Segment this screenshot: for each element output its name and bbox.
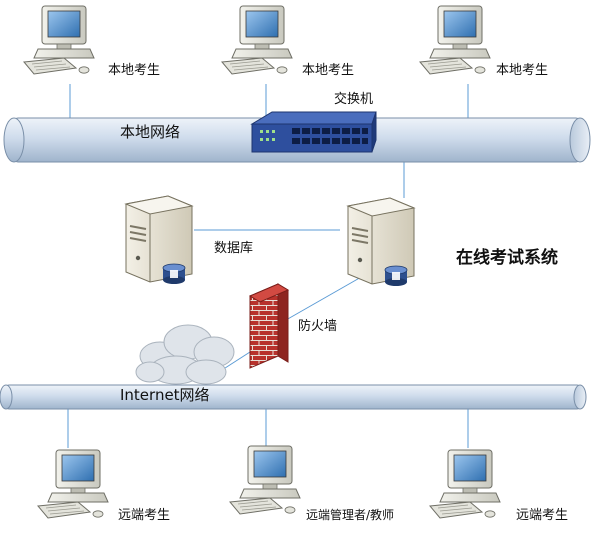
network-switch-icon — [250, 111, 377, 153]
switch-label: 交换机 — [334, 91, 373, 107]
local-examinee-label: 本地考生 — [108, 63, 160, 78]
internet-network-label: Internet网络 — [120, 386, 210, 404]
cloud-icon — [135, 324, 235, 385]
remote-examinee-label: 远端考生 — [118, 508, 170, 523]
remote-admin-computer-icon — [229, 445, 301, 515]
connector-lines — [67, 84, 469, 448]
local-examinee-label: 本地考生 — [496, 63, 548, 78]
local-examinee-computer-icon — [221, 5, 293, 75]
local-examinee-computer-icon — [23, 5, 95, 75]
remote-examinee-computer-icon — [37, 449, 109, 519]
application-server-icon — [347, 197, 415, 287]
firewall-label: 防火墙 — [298, 318, 337, 334]
local-examinee-computer-icon — [419, 5, 491, 75]
firewall-icon — [248, 283, 290, 369]
remote-examinee-computer-icon — [429, 449, 501, 519]
internet-network-pipe — [0, 384, 587, 410]
local-network-label: 本地网络 — [120, 123, 180, 141]
system-title: 在线考试系统 — [456, 247, 558, 268]
remote-admin-label: 远端管理者/教师 — [306, 507, 394, 522]
database-server-icon — [125, 195, 193, 285]
local-examinee-label: 本地考生 — [302, 63, 354, 78]
database-label: 数据库 — [214, 240, 253, 256]
remote-examinee-label: 远端考生 — [516, 508, 568, 523]
